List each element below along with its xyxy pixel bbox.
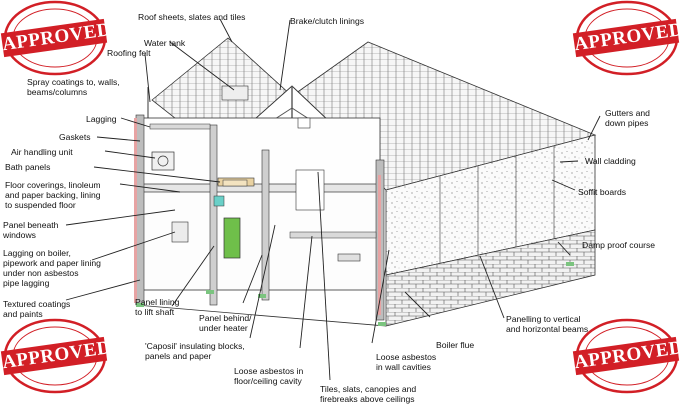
brick-plinth — [385, 229, 596, 327]
label-wall-cladding: Wall cladding — [585, 156, 636, 166]
label-panel-beneath: Panel beneath windows — [3, 220, 59, 240]
approved-stamp-bottom-right: APPROVED — [572, 318, 680, 398]
label-soffit: Soffit boards — [578, 187, 627, 197]
upper-floor-interior — [141, 117, 381, 189]
label-caposil: 'Caposil' insulating blocks, panels and … — [145, 341, 245, 361]
label-floor-coverings: Floor coverings, linoleum and paper back… — [5, 180, 101, 210]
approved-stamp-bottom-left: APPROVED — [0, 318, 112, 398]
label-brake-clutch: Brake/clutch linings — [290, 16, 365, 26]
label-bath-panels: Bath panels — [5, 162, 51, 172]
label-panel-lining: Panel lining to lift shaft — [135, 297, 180, 317]
label-lagging: Lagging — [86, 114, 117, 124]
label-lagging-boiler: Lagging on boiler, pipework and paper li… — [3, 248, 101, 288]
label-boiler-flue: Boiler flue — [436, 340, 475, 350]
label-textured: Textured coatings and paints — [3, 299, 71, 319]
label-gutters: Gutters and down pipes — [605, 108, 650, 128]
label-loose-wall: Loose asbestos in wall cavities — [376, 352, 437, 372]
label-tiles-slats: Tiles, slats, canopies and firebreaks ab… — [320, 384, 417, 404]
label-damp-proof: Damp proof course — [582, 240, 656, 250]
label-air-handling: Air handling unit — [11, 147, 73, 157]
approved-stamp-top-right: APPROVED — [572, 0, 680, 80]
label-roof-sheets: Roof sheets, slates and tiles — [138, 12, 246, 22]
label-panel-behind: Panel behind/ under heater — [199, 313, 252, 333]
label-water-tank: Water tank — [144, 38, 186, 48]
label-panelling: Panelling to vertical and horizontal bea… — [506, 314, 589, 334]
label-gaskets: Gaskets — [59, 132, 91, 142]
label-roofing-felt: Roofing felt — [107, 48, 151, 58]
label-spray-coatings: Spray coatings to, walls, beams/columns — [27, 77, 120, 97]
approved-stamp-top-left: APPROVED — [0, 0, 112, 80]
label-loose-floor: Loose asbestos in floor/ceiling cavity — [234, 366, 304, 386]
